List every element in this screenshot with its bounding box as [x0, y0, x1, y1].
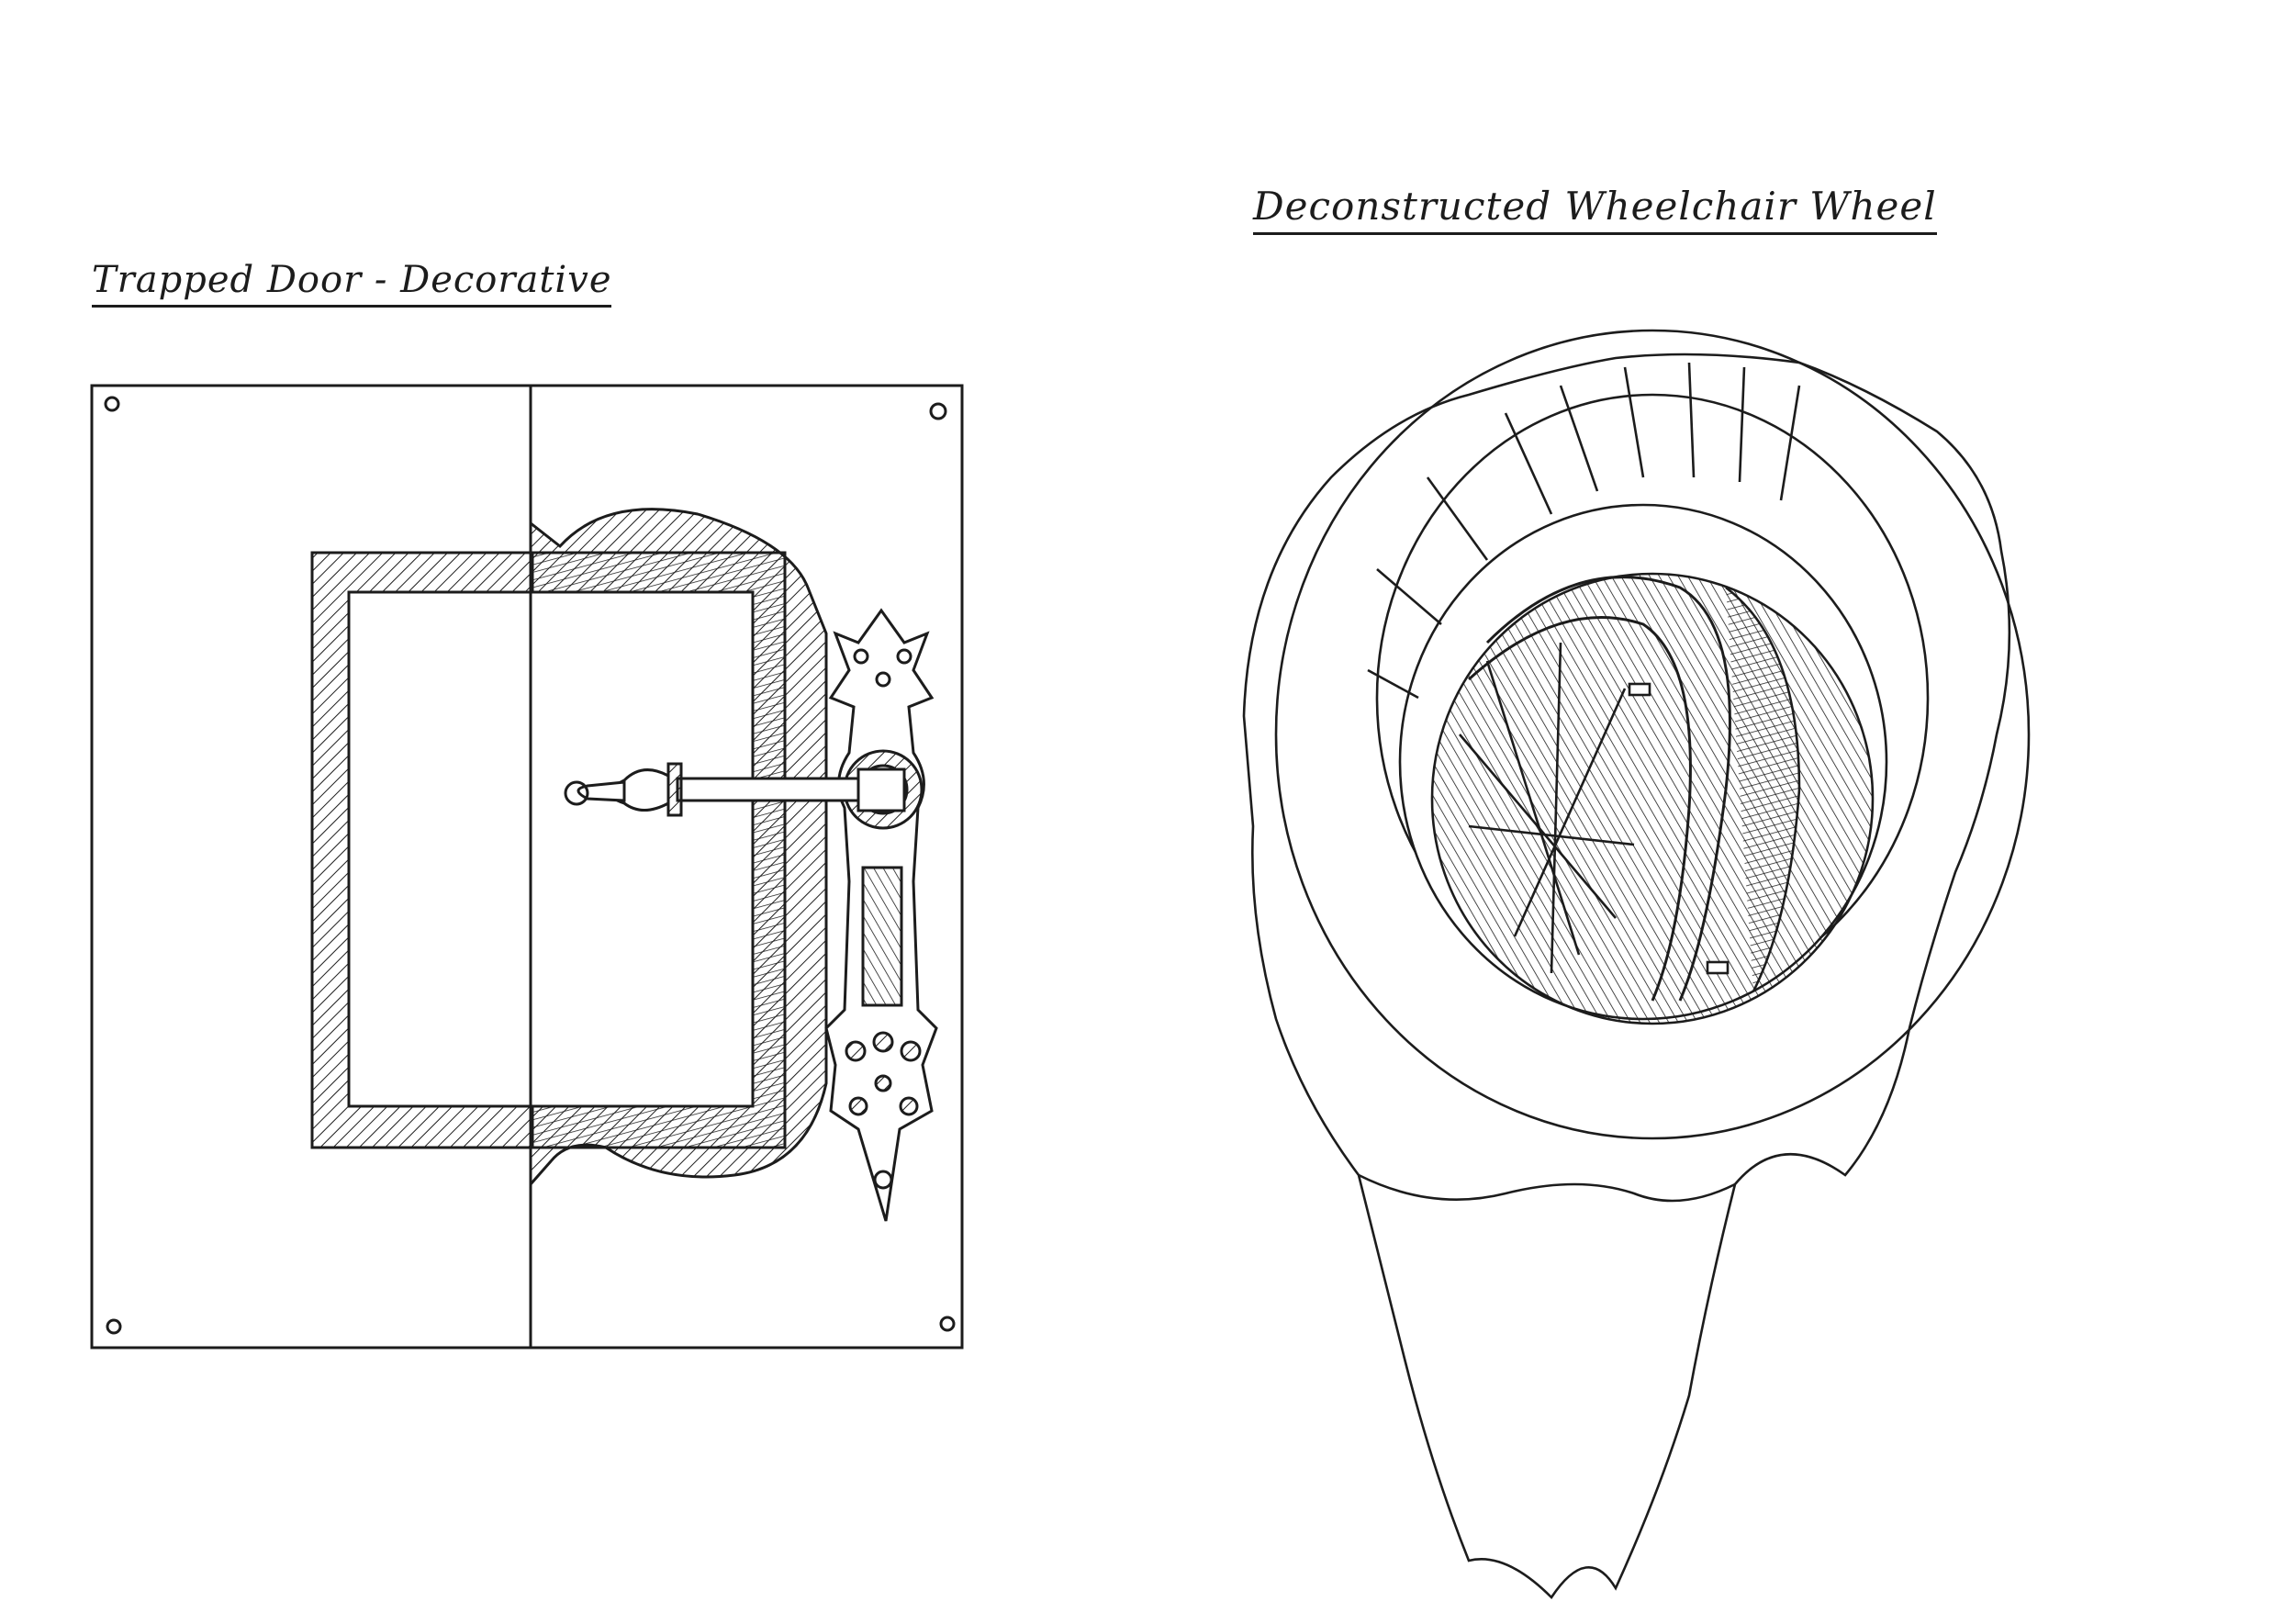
- spoke: [1550, 642, 1562, 974]
- wheelchair-wheel-drawing: [1242, 329, 2031, 1600]
- door-frame-inner: [347, 590, 755, 1108]
- wheelchair-wheel-caption: Deconstructed Wheelchair Wheel: [1253, 184, 1937, 235]
- tyre-segment: [1504, 412, 1553, 515]
- corner-screw: [106, 1318, 122, 1335]
- rough-outer-mass: [1242, 353, 2011, 1600]
- handle-knob: [564, 780, 589, 806]
- handle-collar: [666, 762, 683, 817]
- corner-screw: [939, 1316, 956, 1332]
- plate-hole: [853, 648, 869, 665]
- plate-hole: [899, 1096, 919, 1116]
- tyre-segment: [1738, 366, 1746, 483]
- spoke: [1468, 824, 1635, 846]
- spoke: [1513, 688, 1627, 937]
- plate-hole: [874, 1074, 892, 1092]
- tyre-segment: [1623, 366, 1645, 478]
- tyre-segment: [1367, 668, 1419, 700]
- plate-hole: [872, 1031, 894, 1053]
- corner-screw: [929, 402, 947, 420]
- corner-screw: [104, 396, 120, 412]
- spoke: [1485, 660, 1581, 956]
- tyre-segment: [1687, 362, 1696, 478]
- tyre-outer: [1274, 329, 2031, 1140]
- rim-arc: [1467, 616, 1692, 1002]
- drip-edge: [1358, 1173, 1736, 1203]
- hinge-slot: [861, 866, 903, 1007]
- bolt-rod: [676, 777, 860, 802]
- bolt-block: [856, 767, 906, 812]
- rim-arc: [1485, 576, 1731, 1002]
- tyre-segment: [1376, 568, 1442, 625]
- plate-hole: [896, 648, 912, 665]
- trapped-door-drawing: [90, 384, 964, 1350]
- tyre-segment: [1426, 476, 1489, 561]
- rim-rivet: [1628, 682, 1651, 697]
- plate-hole: [845, 1040, 867, 1062]
- plate-hole: [848, 1096, 868, 1116]
- plate-hole: [900, 1040, 922, 1062]
- tyre-segment: [1779, 385, 1801, 501]
- tyre-segment: [1559, 385, 1599, 492]
- rim-rivet: [1706, 960, 1730, 975]
- hub-opening: [1430, 572, 1875, 1025]
- plate-hole: [875, 671, 891, 688]
- door-frame-outline: [310, 551, 787, 1149]
- door-panel: [90, 384, 964, 1350]
- plate-hole: [873, 1170, 893, 1190]
- rim-band: [1725, 586, 1801, 992]
- trapped-door-caption: Trapped Door - Decorative: [92, 259, 612, 308]
